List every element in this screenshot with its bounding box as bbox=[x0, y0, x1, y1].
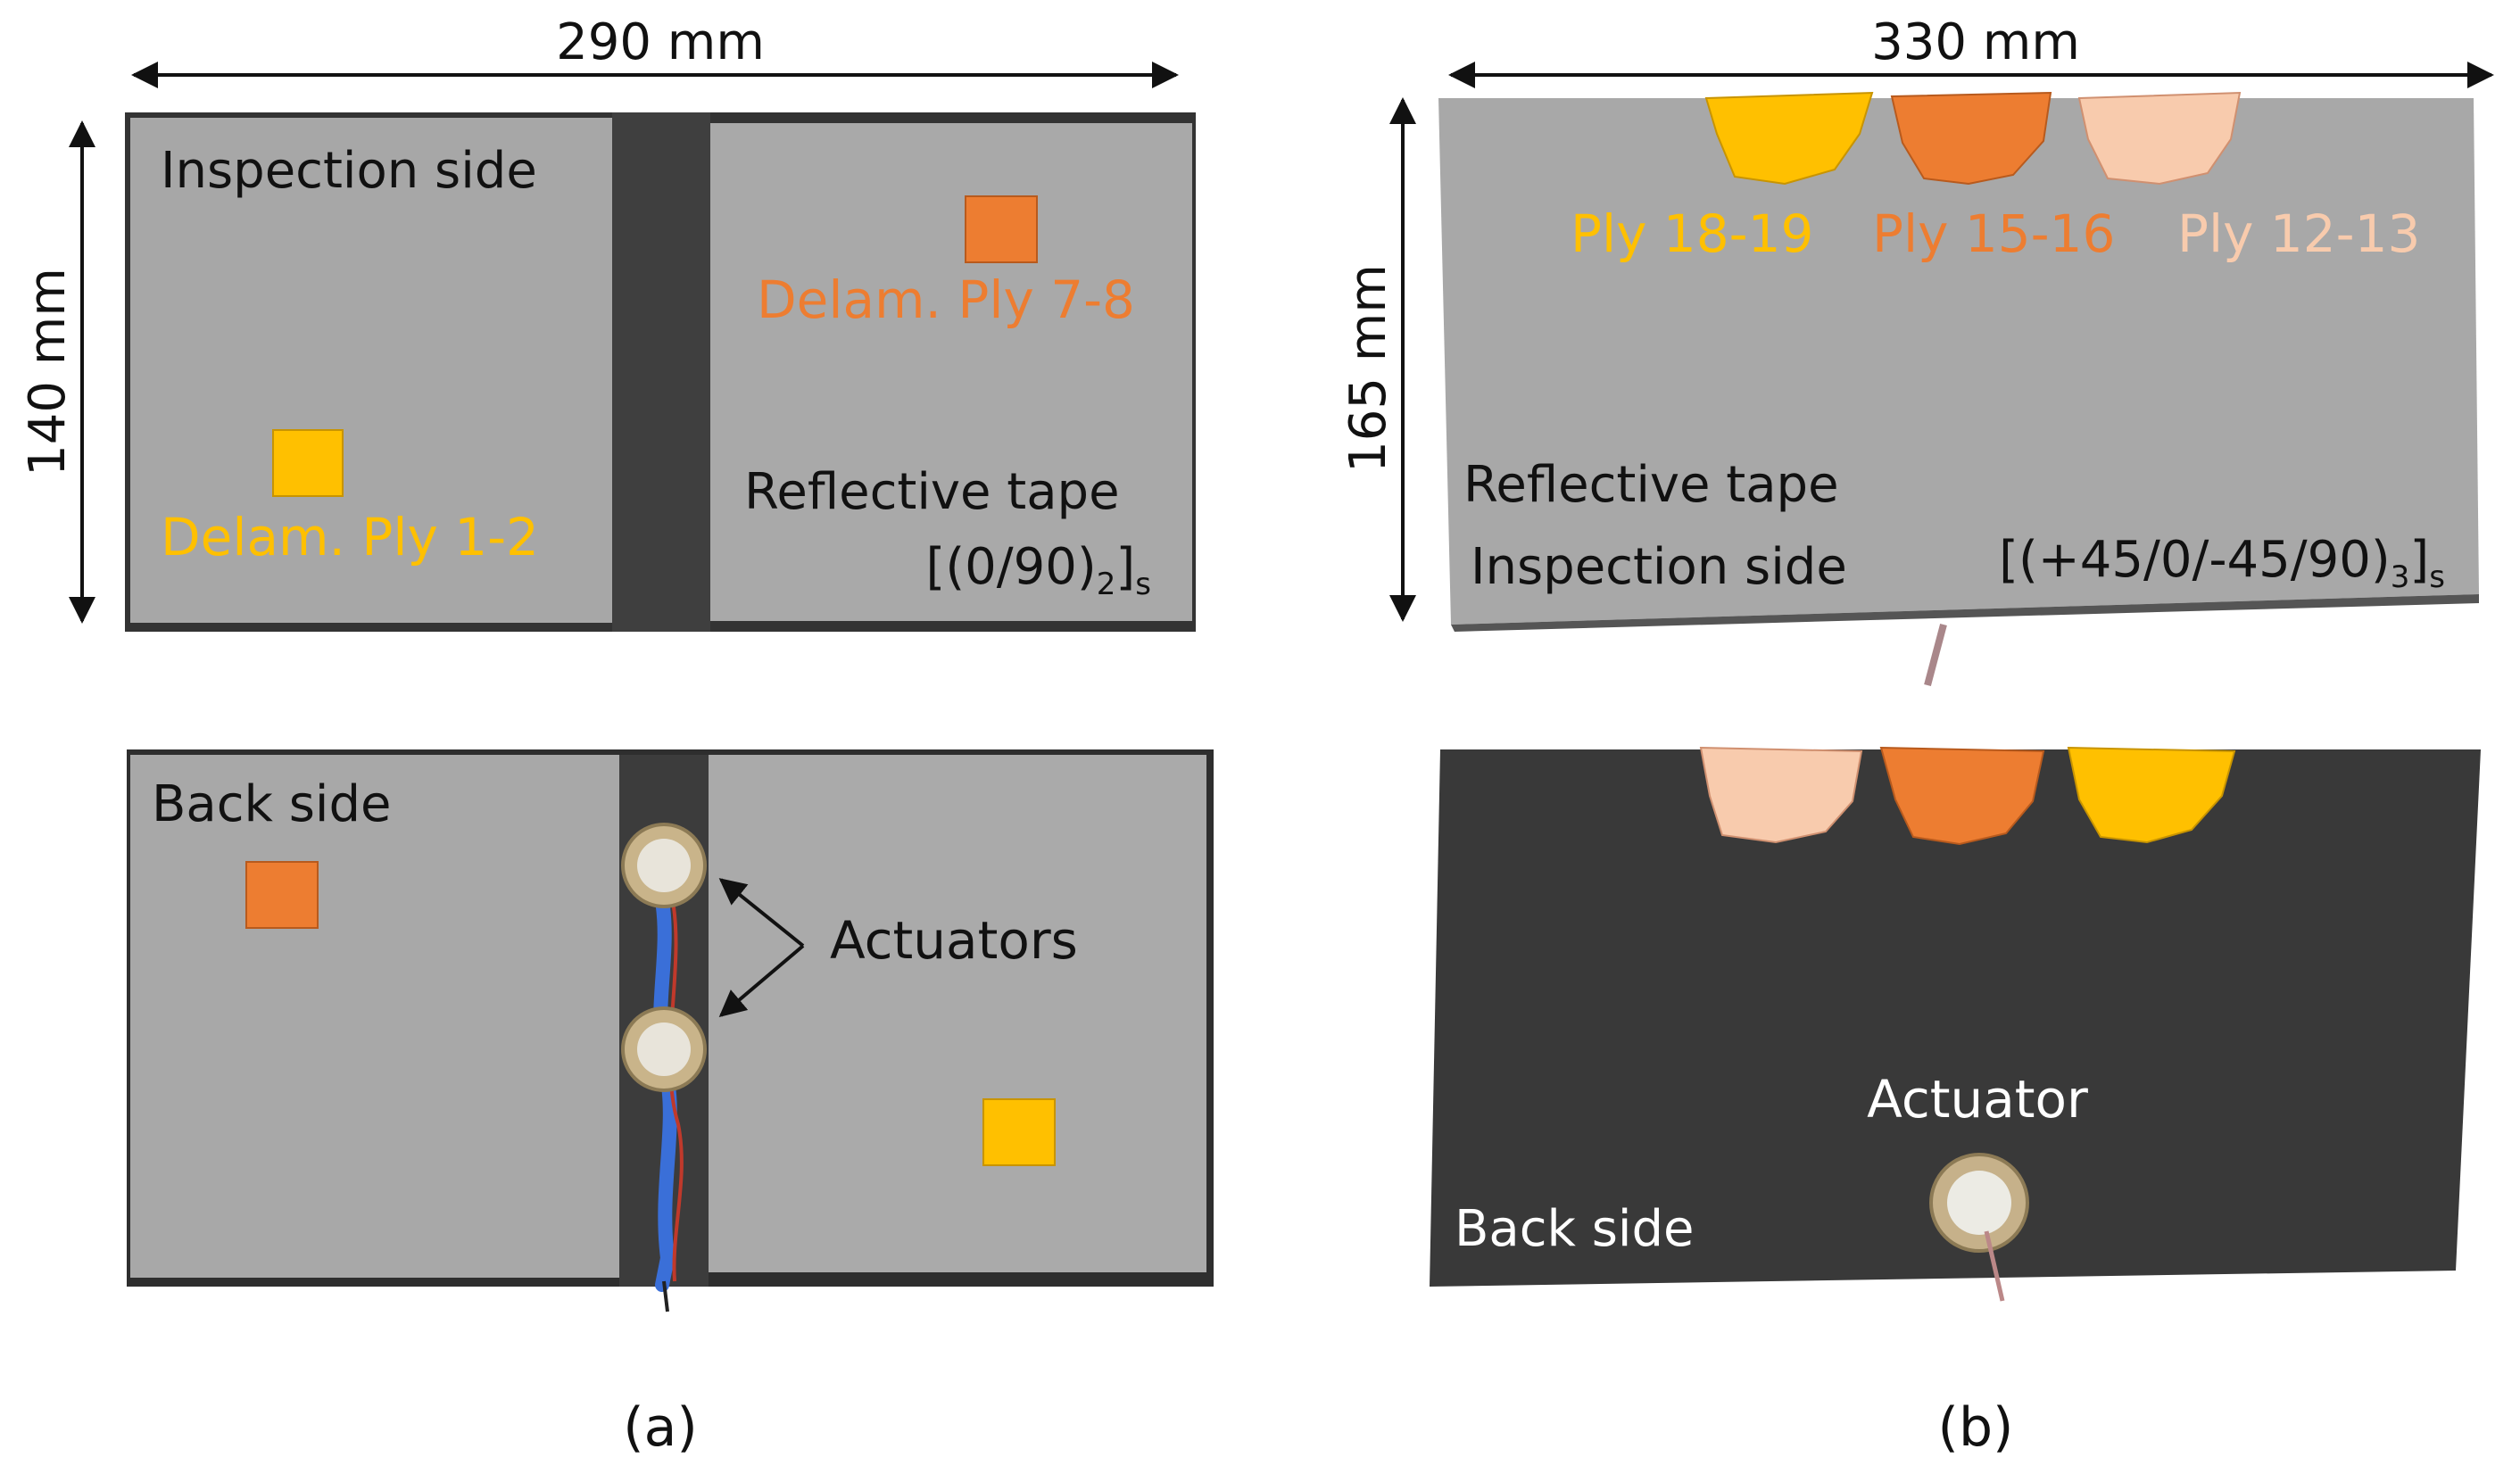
delamination-ply-12-13-shape bbox=[1699, 746, 1863, 844]
width-dimension-label: 330 mm bbox=[1871, 13, 2080, 71]
delamination-ply-18-19-shape bbox=[2067, 746, 2236, 844]
width-dimension-label: 290 mm bbox=[556, 13, 765, 71]
layup-label: [(0/90)2]s bbox=[925, 538, 1151, 602]
delam-label-ply-1-2: Delam. Ply 1-2 bbox=[161, 507, 539, 567]
side-label: Back side bbox=[152, 775, 392, 833]
side-label: Back side bbox=[1455, 1200, 1695, 1258]
side-label: Inspection side bbox=[161, 142, 537, 200]
layup-sym: s bbox=[1135, 567, 1151, 602]
delamination-ply-1-2-marker bbox=[272, 429, 344, 497]
ply-label-18-19: Ply 18-19 bbox=[1571, 203, 1813, 264]
side-label: Inspection side bbox=[1471, 538, 1847, 596]
layup-main: [(0/90) bbox=[925, 538, 1096, 596]
layup-sub: 2 bbox=[1097, 567, 1116, 602]
delamination-ply-15-16-shape bbox=[1890, 91, 2052, 186]
ply-label-15-16: Ply 15-16 bbox=[1872, 203, 2115, 264]
lead-wire bbox=[662, 1280, 669, 1312]
height-dimension-label: 140 mm bbox=[19, 268, 77, 476]
layup-label: [(+45/0/-45/90)3]s bbox=[1999, 531, 2445, 595]
plate-left-half bbox=[130, 755, 619, 1278]
delamination-ply-12-13-shape bbox=[2077, 91, 2242, 186]
ply-label-12-13: Ply 12-13 bbox=[2177, 203, 2420, 264]
plate-right-half bbox=[710, 123, 1192, 621]
layup-sym: s bbox=[2429, 559, 2445, 595]
height-dimension-label: 165 mm bbox=[1339, 264, 1397, 473]
actuator-wire-red bbox=[668, 891, 684, 1282]
layup-close: ] bbox=[2409, 531, 2429, 589]
actuator-disc-lower bbox=[621, 1006, 707, 1092]
plate-left-half bbox=[130, 118, 612, 623]
plate-a-inspection: Inspection side Delam. Ply 1-2 Delam. Pl… bbox=[125, 112, 1196, 632]
actuator-pointer-upper bbox=[718, 878, 805, 948]
plate-a-back: Back side Actuators bbox=[127, 749, 1214, 1312]
delam-label-ply-7-8: Delam. Ply 7-8 bbox=[757, 269, 1135, 330]
plate-right-half bbox=[709, 755, 1206, 1272]
caption-a: (a) bbox=[623, 1396, 698, 1459]
actuator-label: Actuator bbox=[1867, 1069, 2088, 1130]
panel-b: 330 mm 165 mm Ply 18-19 Ply 15-16 Ply 12… bbox=[1339, 13, 2494, 1459]
plate-b-back: Actuator Back side bbox=[1430, 746, 2481, 1302]
caption-b: (b) bbox=[1938, 1396, 2014, 1459]
delamination-ply-7-8-marker bbox=[965, 195, 1038, 263]
actuator-disc-upper bbox=[621, 823, 707, 908]
reflective-tape-label: Reflective tape bbox=[744, 463, 1120, 521]
actuator-disc bbox=[1929, 1153, 2029, 1302]
actuators-label: Actuators bbox=[830, 910, 1078, 971]
delamination-ply-15-16-shape bbox=[1879, 746, 2045, 846]
lead-wire bbox=[1924, 623, 1947, 687]
delamination-ply-18-19-shape bbox=[1704, 91, 1874, 186]
layup-close: ] bbox=[1115, 538, 1135, 596]
actuator-pointer-lower bbox=[718, 944, 805, 1017]
panel-a: 290 mm 140 mm Inspection side Delam. Ply… bbox=[19, 13, 1214, 1459]
layup-main: [(+45/0/-45/90) bbox=[1999, 531, 2391, 589]
layup-sub: 3 bbox=[2391, 559, 2410, 595]
plate-b-inspection: Ply 18-19 Ply 15-16 Ply 12-13 Reflective… bbox=[1438, 91, 2479, 687]
reflective-tape-label: Reflective tape bbox=[1463, 456, 1839, 514]
delamination-marker-orange bbox=[245, 861, 319, 929]
reflective-tape-strip bbox=[612, 112, 710, 632]
delamination-marker-yellow bbox=[982, 1098, 1056, 1166]
